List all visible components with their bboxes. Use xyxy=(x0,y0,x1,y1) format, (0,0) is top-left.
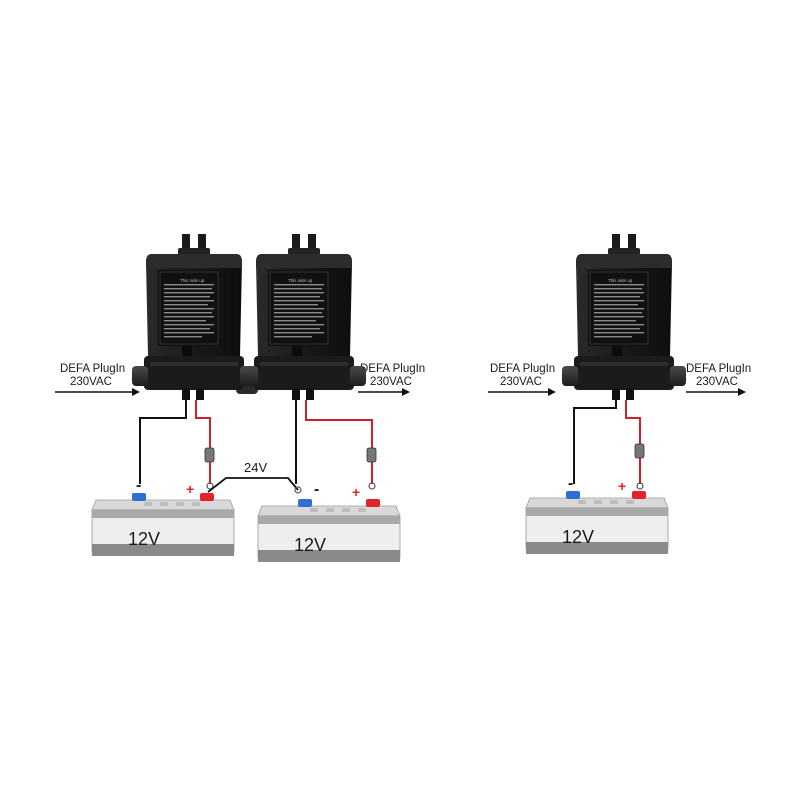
right-output-arrow xyxy=(686,388,746,396)
battery-3-neg-sign: - xyxy=(568,475,573,492)
right-input-arrow xyxy=(488,388,556,396)
charger-1-positive-wire xyxy=(195,400,211,484)
charger-1-fuse xyxy=(204,447,215,463)
left-output-label-line1: DEFA PlugIn xyxy=(360,363,425,375)
left-input-label-line2: 230VAC xyxy=(70,376,112,388)
right-input-label-line2: 230VAC xyxy=(500,376,542,388)
battery-2-negative-terminal xyxy=(298,499,312,507)
charger-3-negative-wire xyxy=(573,400,617,484)
battery-2-positive-terminal xyxy=(366,499,380,507)
battery-3-negative-terminal xyxy=(566,491,580,499)
battery-3-pos-sign: + xyxy=(618,478,626,494)
charger-3-ring-terminal xyxy=(636,482,644,490)
charger-1-top-text: This side up xyxy=(180,278,205,283)
battery-1: - + 12V xyxy=(91,477,235,557)
series-link-ring-terminal xyxy=(294,486,302,494)
battery-2-label: 12V xyxy=(294,535,326,555)
charger-1-negative-wire xyxy=(139,400,187,484)
left-output-arrow xyxy=(358,388,410,396)
battery-1-pos-sign: + xyxy=(186,481,194,497)
charger-2-ring-terminal xyxy=(368,482,376,490)
right-output-label-line1: DEFA PlugIn xyxy=(686,363,751,375)
battery-1-positive-terminal xyxy=(200,493,214,501)
battery-1-neg-sign: - xyxy=(136,477,141,494)
charger-3-top-text: This side up xyxy=(608,278,633,283)
battery-1-negative-terminal xyxy=(132,493,146,501)
charger-2-positive-wire xyxy=(305,400,373,484)
battery-2-neg-sign: - xyxy=(314,481,319,498)
left-output-label-line2: 230VAC xyxy=(370,376,412,388)
charger-1-ring-terminal xyxy=(206,482,214,490)
charger-2-fuse xyxy=(366,447,377,463)
battery-3-label: 12V xyxy=(562,527,594,547)
charger-2-top-text: This side up xyxy=(288,278,313,283)
series-link-wire xyxy=(207,477,299,493)
charger-3-fuse xyxy=(634,443,645,459)
left-input-arrow xyxy=(55,388,140,396)
charger-unit-2: This side up xyxy=(241,233,367,401)
battery-3-positive-terminal xyxy=(632,491,646,499)
charger-unit-1: This side up xyxy=(131,233,257,401)
charger-3-positive-wire xyxy=(625,400,641,484)
left-input-label-line1: DEFA PlugIn xyxy=(60,363,125,375)
battery-2-pos-sign: + xyxy=(352,484,360,500)
battery-3: - + 12V xyxy=(525,475,669,555)
right-input-label-line1: DEFA PlugIn xyxy=(490,363,555,375)
right-output-label-line2: 230VAC xyxy=(696,376,738,388)
charger-unit-3: This side up xyxy=(561,233,687,401)
battery-2: - + 12V xyxy=(257,481,401,563)
series-voltage-label: 24V xyxy=(244,460,267,475)
battery-1-label: 12V xyxy=(128,529,160,549)
